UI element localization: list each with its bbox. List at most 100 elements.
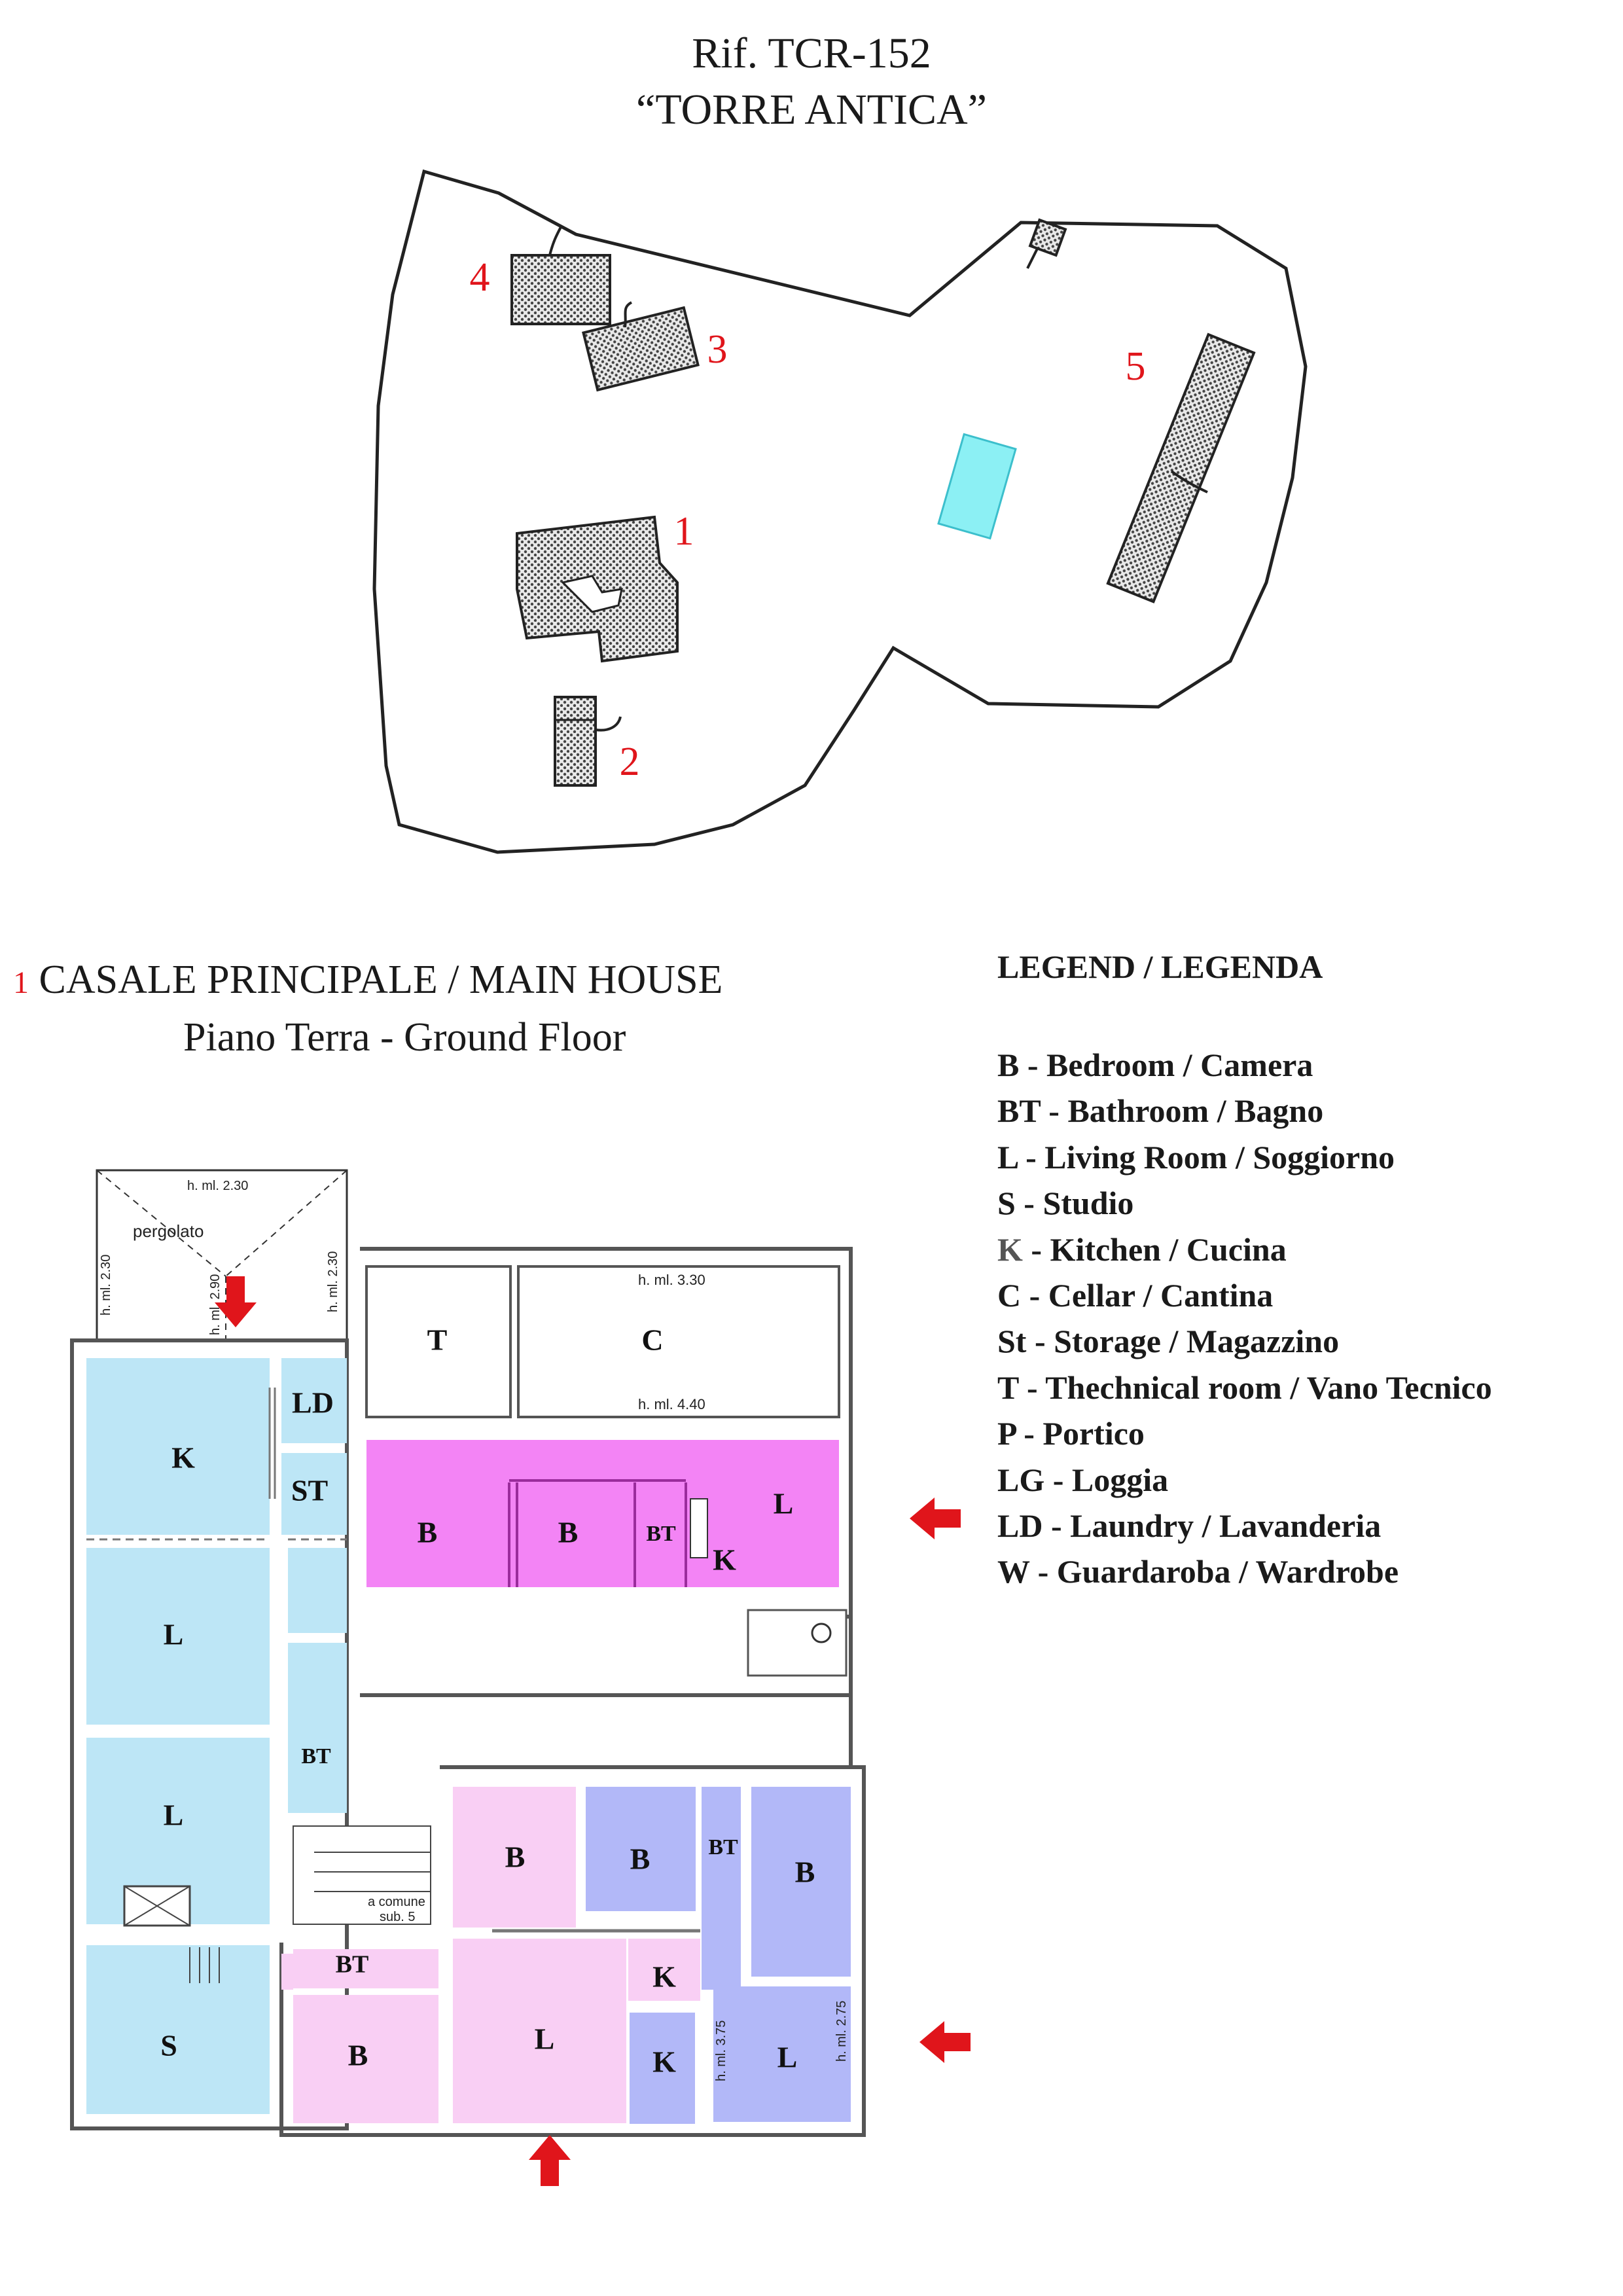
legend-list: B - Bedroom / Camera BT - Bathroom / Bag…	[997, 1042, 1492, 1595]
southeast-unit: h. ml. 3.75 h. ml. 2.75	[586, 1787, 851, 2124]
house-number: 1	[13, 965, 29, 1000]
legend-item-storage: St - Storage / Magazzino	[997, 1323, 1340, 1360]
small-shed	[1028, 218, 1067, 257]
entrance-arrow-bottom	[529, 2135, 571, 2186]
building-outline	[70, 1247, 866, 2137]
label-l-south: L	[535, 2022, 555, 2056]
height-label-southeast-1: h. ml. 3.75	[714, 2020, 728, 2081]
label-l-southeast: L	[777, 2041, 798, 2074]
label-l-north: L	[774, 1487, 794, 1520]
label-b-north-1: B	[418, 1516, 438, 1549]
room-living-southeast	[713, 1986, 851, 2122]
label-k-north: K	[713, 1543, 736, 1577]
legend-item-living-room: L - Living Room / Soggiorno	[997, 1138, 1395, 1175]
room-west-passage	[288, 1548, 347, 1633]
building-2	[554, 696, 597, 787]
building-number-3: 3	[707, 327, 728, 372]
room-storage	[281, 1453, 347, 1535]
height-label-right: h. ml. 2.30	[326, 1251, 340, 1312]
south-center-unit	[453, 1787, 700, 2123]
height-label-cellar-top: h. ml. 3.30	[638, 1272, 705, 1288]
label-bt-north: BT	[646, 1522, 676, 1546]
label-ld: LD	[292, 1386, 334, 1420]
building-number-4: 4	[470, 255, 490, 300]
shared-stairs: a comune sub. 5	[293, 1825, 431, 1925]
room-bathroom-southeast	[702, 1787, 741, 1937]
room-bedroom-southwest	[293, 1995, 438, 2123]
property-name: “TORRE ANTICA”	[636, 86, 987, 134]
building-5	[1106, 332, 1256, 603]
building-number-1: 1	[674, 509, 694, 554]
label-b-south-1: B	[505, 1840, 526, 1874]
north-utility: h. ml. 3.30 h. ml. 4.40	[365, 1265, 840, 1418]
height-label-southeast-2: h. ml. 2.75	[834, 2001, 849, 2062]
label-k-south-1: K	[652, 1960, 676, 1994]
legend-k-letter: K	[997, 1230, 1023, 1268]
legend-item-cellar: C - Cellar / Cantina	[997, 1277, 1274, 1314]
legend-item-loggia: LG - Loggia	[997, 1461, 1169, 1498]
room-bedroom-south-2	[586, 1787, 696, 1911]
room-bedroom-southeast	[751, 1787, 851, 1977]
main-house-heading: 1 CASALE PRINCIPALE / MAIN HOUSE	[13, 957, 877, 1003]
entrance-arrow-south-east	[919, 2021, 971, 2063]
pergolato: pergolato h. ml. 2.30 h. ml. 2.30 h. ml.…	[96, 1169, 348, 1342]
main-house-title: CASALE PRINCIPALE / MAIN HOUSE	[39, 958, 723, 1002]
room-kitchen-west	[86, 1358, 270, 1535]
southwest-unit	[281, 1949, 438, 2123]
label-st: ST	[291, 1474, 328, 1507]
label-k-south-2: K	[652, 2045, 676, 2079]
building-3	[582, 306, 700, 392]
legend-item-bedroom: B - Bedroom / Camera	[997, 1047, 1313, 1083]
label-bt-southeast: BT	[708, 1835, 738, 1859]
legend-item-kitchen: K - Kitchen / Cucina	[997, 1227, 1492, 1272]
label-bt-southwest: BT	[336, 1951, 369, 1979]
room-labels: K LD ST L BT L S T C B B BT K L BT B B L…	[160, 1323, 815, 2079]
legend-item-bathroom: BT - Bathroom / Bagno	[997, 1092, 1324, 1130]
room-bathroom-west	[288, 1643, 347, 1813]
label-bt-west: BT	[301, 1744, 331, 1768]
room-kitchen-south	[628, 1939, 700, 2001]
site-plan: 4 3 5 1 2	[372, 169, 1308, 854]
label-k-west: K	[171, 1441, 195, 1475]
north-wing	[366, 1440, 847, 1677]
label-l-west-2: L	[164, 1799, 184, 1832]
legend-item-laundry: LD - Laundry / Lavanderia	[997, 1507, 1382, 1545]
room-studio	[86, 1945, 270, 2114]
west-wing	[86, 1358, 347, 2114]
floor-subtitle: Piano Terra - Ground Floor	[183, 1015, 626, 1060]
legend-kitchen-text: - Kitchen / Cucina	[1022, 1230, 1287, 1268]
building-number-5: 5	[1126, 344, 1146, 389]
label-c: C	[641, 1323, 663, 1357]
shared-label: a comune	[368, 1895, 425, 1909]
room-bathroom-southwest	[293, 1949, 438, 1988]
building-number-2: 2	[620, 740, 640, 784]
swimming-pool	[937, 433, 1017, 540]
label-l-west-1: L	[164, 1618, 184, 1651]
building-4	[510, 254, 611, 325]
height-label-top: h. ml. 2.30	[187, 1179, 248, 1193]
label-b-south-2: B	[630, 1842, 651, 1876]
room-bedroom-south-1	[453, 1787, 576, 1928]
label-s: S	[160, 2029, 177, 2062]
room-living-west-1	[86, 1548, 270, 1725]
entrance-arrow-north-east	[910, 1498, 961, 1539]
label-t: T	[427, 1323, 448, 1357]
legend-title: LEGEND / LEGENDA	[997, 948, 1323, 985]
room-living-south	[453, 1939, 626, 2123]
reference-code: Rif. TCR-152	[692, 29, 931, 77]
height-label-cellar-bottom: h. ml. 4.40	[638, 1396, 705, 1412]
legend-item-portico: P - Portico	[997, 1415, 1145, 1452]
legend-item-wardrobe: W - Guardaroba / Wardrobe	[997, 1553, 1399, 1590]
room-kitchen-southeast	[630, 2013, 695, 2124]
height-label-entrance: h. ml. 2.90	[208, 1274, 223, 1335]
label-b-north-2: B	[558, 1516, 579, 1549]
sub-label: sub. 5	[380, 1910, 415, 1924]
room-laundry	[281, 1358, 347, 1443]
legend-item-studio: S - Studio	[997, 1185, 1134, 1222]
pergolato-label: pergolato	[133, 1221, 204, 1241]
site-boundary	[372, 169, 1308, 854]
label-b-southwest: B	[348, 2039, 368, 2072]
height-label-left: h. ml. 2.30	[99, 1255, 113, 1316]
legend-item-technical-room: T - Thechnical room / Vano Tecnico	[997, 1369, 1492, 1406]
